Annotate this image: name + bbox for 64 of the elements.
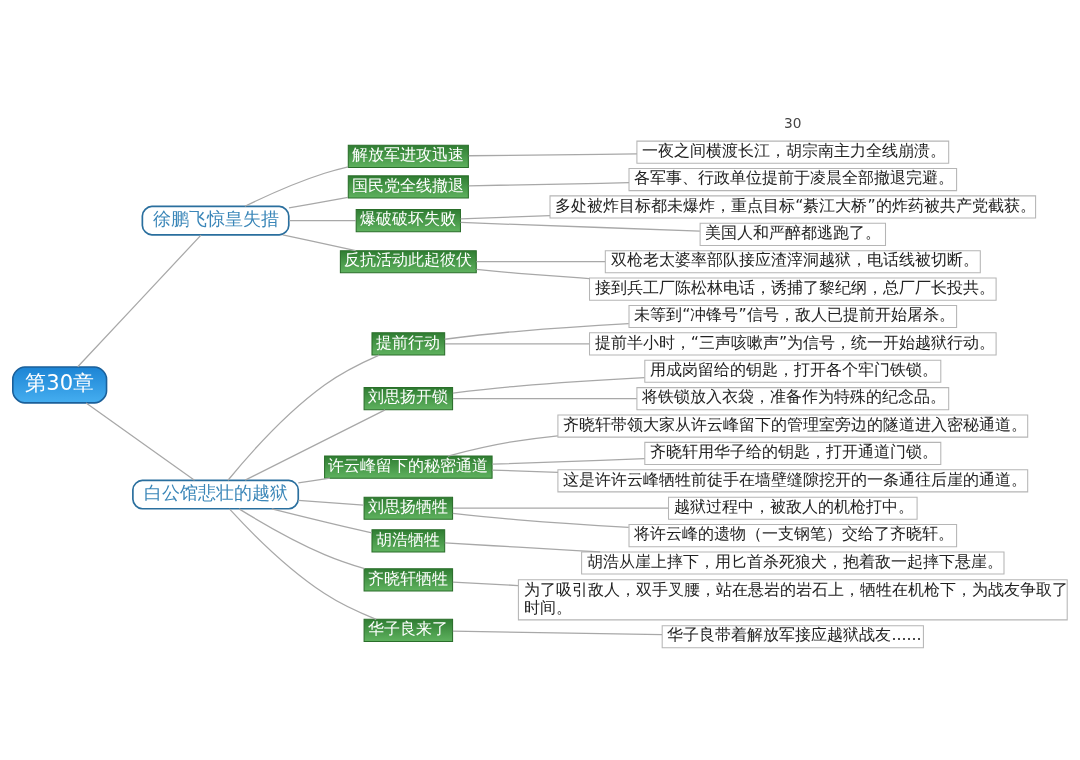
node-box: 双枪老太婆率部队接应渣滓洞越狱，电话线被切断。 xyxy=(604,249,981,273)
connector xyxy=(244,165,349,207)
connector xyxy=(491,469,559,473)
node-box: 用成岗留给的钥匙，打开各个牢门铁锁。 xyxy=(644,359,942,383)
connector xyxy=(85,401,196,481)
connector xyxy=(288,196,349,208)
connector xyxy=(447,434,559,457)
node-box: 徐鹏飞惊皇失措 xyxy=(141,205,290,236)
connector xyxy=(468,181,630,186)
node-box: 多处被炸目标都未爆炸，重点目标“綦江大桥”的炸药被共产党截获。 xyxy=(549,194,1037,219)
node-box: 齐晓轩带领大家从许云峰留下的管理室旁边的隧道进入密秘通道。 xyxy=(557,413,1029,438)
connector xyxy=(227,353,380,481)
connector xyxy=(459,214,551,219)
node-box: 提前半小时，“三声咳嗽声”为信号，统一开始越狱行动。 xyxy=(589,331,997,355)
node-box: 各军事、行政单位提前于凌晨全部撤退完避。 xyxy=(628,167,958,191)
node-box: 美国人和严醉都逃跑了。 xyxy=(699,222,887,246)
node-box: 反抗活动此起彼伏 xyxy=(339,249,477,273)
node-box: 许云峰留下的秘密通道 xyxy=(324,455,493,479)
node-box: 刘思扬开锁 xyxy=(363,386,454,410)
connector xyxy=(452,630,663,635)
node-box: 齐晓轩用华子给的钥匙，打开通道门锁。 xyxy=(644,441,942,465)
node-box: 一夜之间横渡长江，胡宗南主力全线崩溃。 xyxy=(636,140,950,164)
connector xyxy=(282,233,357,251)
connector xyxy=(238,507,366,569)
node-box: 华子良来了 xyxy=(363,618,454,642)
connector xyxy=(491,457,646,465)
connector xyxy=(452,581,519,586)
connector xyxy=(444,342,590,345)
node-box: 胡浩牺牲 xyxy=(371,528,446,552)
node-box: 这是许许云峰牺牲前徒手在墙壁缝隙挖开的一条通往后崖的通道。 xyxy=(557,468,1029,492)
connector xyxy=(444,541,601,553)
node-box: 爆破破坏失败 xyxy=(355,208,461,232)
label: 30 xyxy=(784,114,802,131)
connector xyxy=(244,408,386,481)
connector xyxy=(452,507,669,509)
connector xyxy=(288,219,357,221)
connector xyxy=(475,260,606,262)
connector xyxy=(452,512,630,528)
node-box: 越狱过程中，被敌人的机枪打中。 xyxy=(668,496,918,520)
connector xyxy=(77,234,202,367)
node-box: 解放军进攻迅速 xyxy=(347,144,469,168)
connector xyxy=(468,152,638,156)
connector xyxy=(452,397,638,399)
node-box: 胡浩从崖上摔下，用匕首杀死狼犬，抱着敌一起摔下悬崖。 xyxy=(581,550,1005,575)
node-box: 将许云峰的遗物（一支钢笔）交给了齐晓轩。 xyxy=(628,523,958,547)
node-box: 为了吸引敌人，双手叉腰，站在悬岩的岩石上，牺牲在机枪下，为战友争取了时间。 xyxy=(517,578,1068,620)
connector xyxy=(452,376,646,394)
node-box: 齐晓轩牺牲 xyxy=(363,567,454,591)
node-box: 提前行动 xyxy=(371,331,446,355)
node-box: 接到兵工厂陈松林电话，诱捕了黎纪纲，总厂厂长投共。 xyxy=(589,277,997,301)
node-box: 未等到“冲锋号”信号，敌人已提前开始屠杀。 xyxy=(628,304,958,328)
node-box: 华子良带着解放军接应越狱战友...... xyxy=(661,624,924,648)
node-box: 白公馆悲壮的越狱 xyxy=(132,478,300,510)
node-box: 国民党全线撤退 xyxy=(347,174,469,199)
node-box: 刘思扬牺牲 xyxy=(363,496,454,520)
node-box: 第30章 xyxy=(12,365,108,404)
connector xyxy=(271,507,373,534)
connector xyxy=(297,499,365,506)
connector xyxy=(444,322,630,340)
connector xyxy=(228,507,377,620)
connector xyxy=(459,221,701,232)
connector xyxy=(475,268,591,279)
connector xyxy=(297,477,331,483)
node-box: 将铁锁放入衣袋，准备作为特殊的纪念品。 xyxy=(636,386,950,410)
